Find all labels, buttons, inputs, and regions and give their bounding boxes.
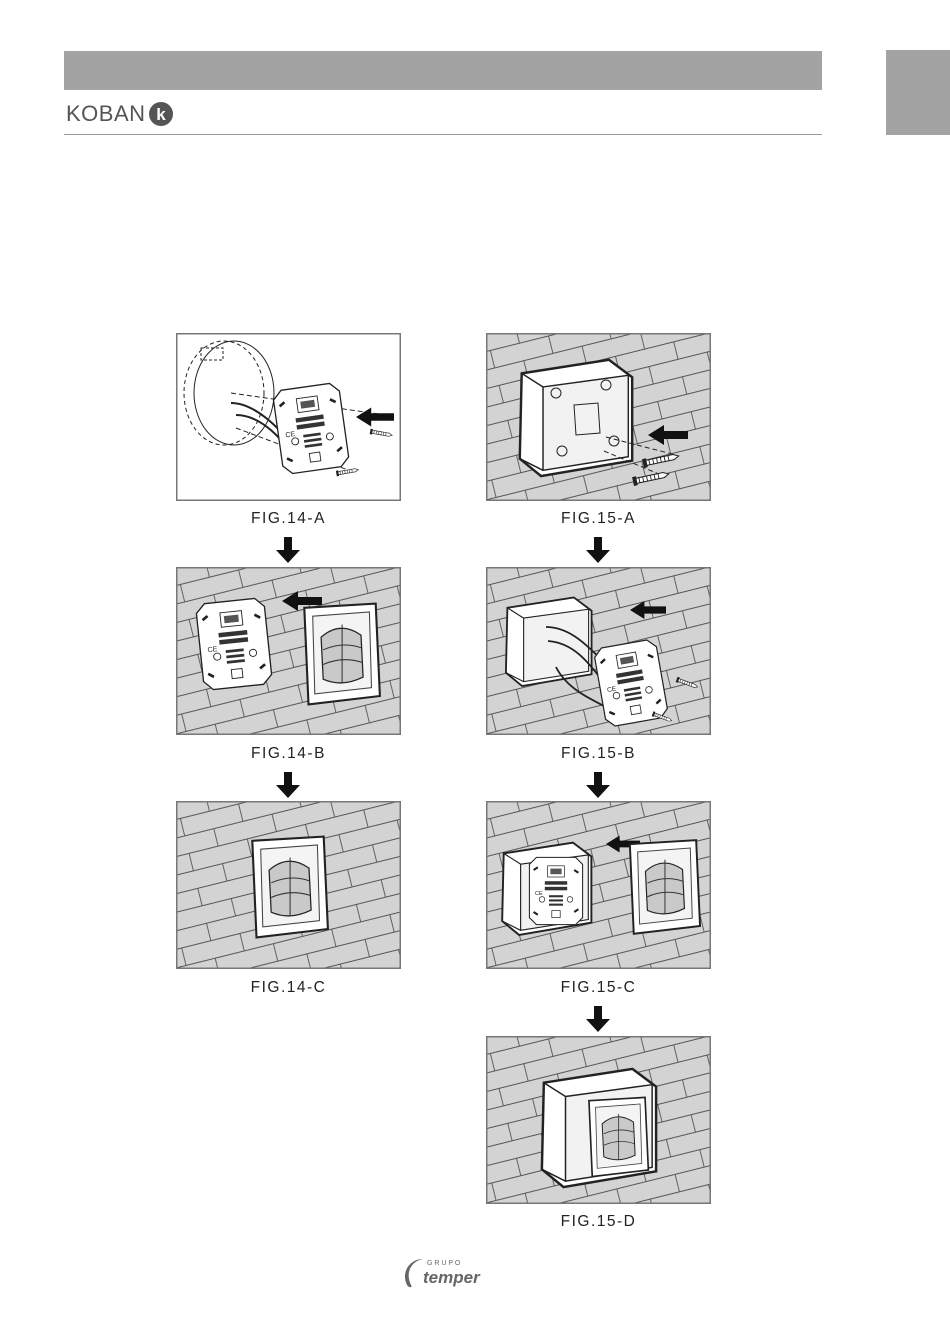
caption-15a: FIG.15-A (486, 510, 711, 528)
down-arrow-icon (586, 772, 610, 798)
figure-14c (176, 801, 401, 969)
figure-14b (176, 567, 401, 735)
down-arrow-icon (276, 537, 300, 563)
figure-15a (486, 333, 711, 501)
footer-group-label: G R U P O (427, 1260, 461, 1267)
figure-15d (486, 1036, 711, 1204)
figure-15b (486, 567, 711, 735)
caption-14c: FIG.14-C (176, 979, 401, 997)
figure-14a (176, 333, 401, 501)
footer-brand: temper (423, 1268, 481, 1287)
down-arrow-icon (586, 537, 610, 563)
grupo-temper-logo: G R U P O temper (403, 1255, 493, 1291)
header-bar (64, 51, 822, 90)
caption-15b: FIG.15-B (486, 745, 711, 763)
down-arrow-icon (276, 772, 300, 798)
caption-14a: FIG.14-A (176, 510, 401, 528)
caption-14b: FIG.14-B (176, 745, 401, 763)
down-arrow-icon (586, 1006, 610, 1032)
header-rule (64, 134, 822, 135)
temper-swoosh-icon (405, 1259, 423, 1287)
logo-text: KOBAN (66, 103, 146, 125)
figure-15c (486, 801, 711, 969)
logo-mark-letter: k (156, 105, 166, 124)
side-tab (886, 50, 950, 135)
caption-15d: FIG.15-D (486, 1213, 711, 1231)
koban-logo: KOBAN k (66, 100, 174, 128)
koban-mark-icon: k (148, 101, 174, 127)
caption-15c: FIG.15-C (486, 979, 711, 997)
